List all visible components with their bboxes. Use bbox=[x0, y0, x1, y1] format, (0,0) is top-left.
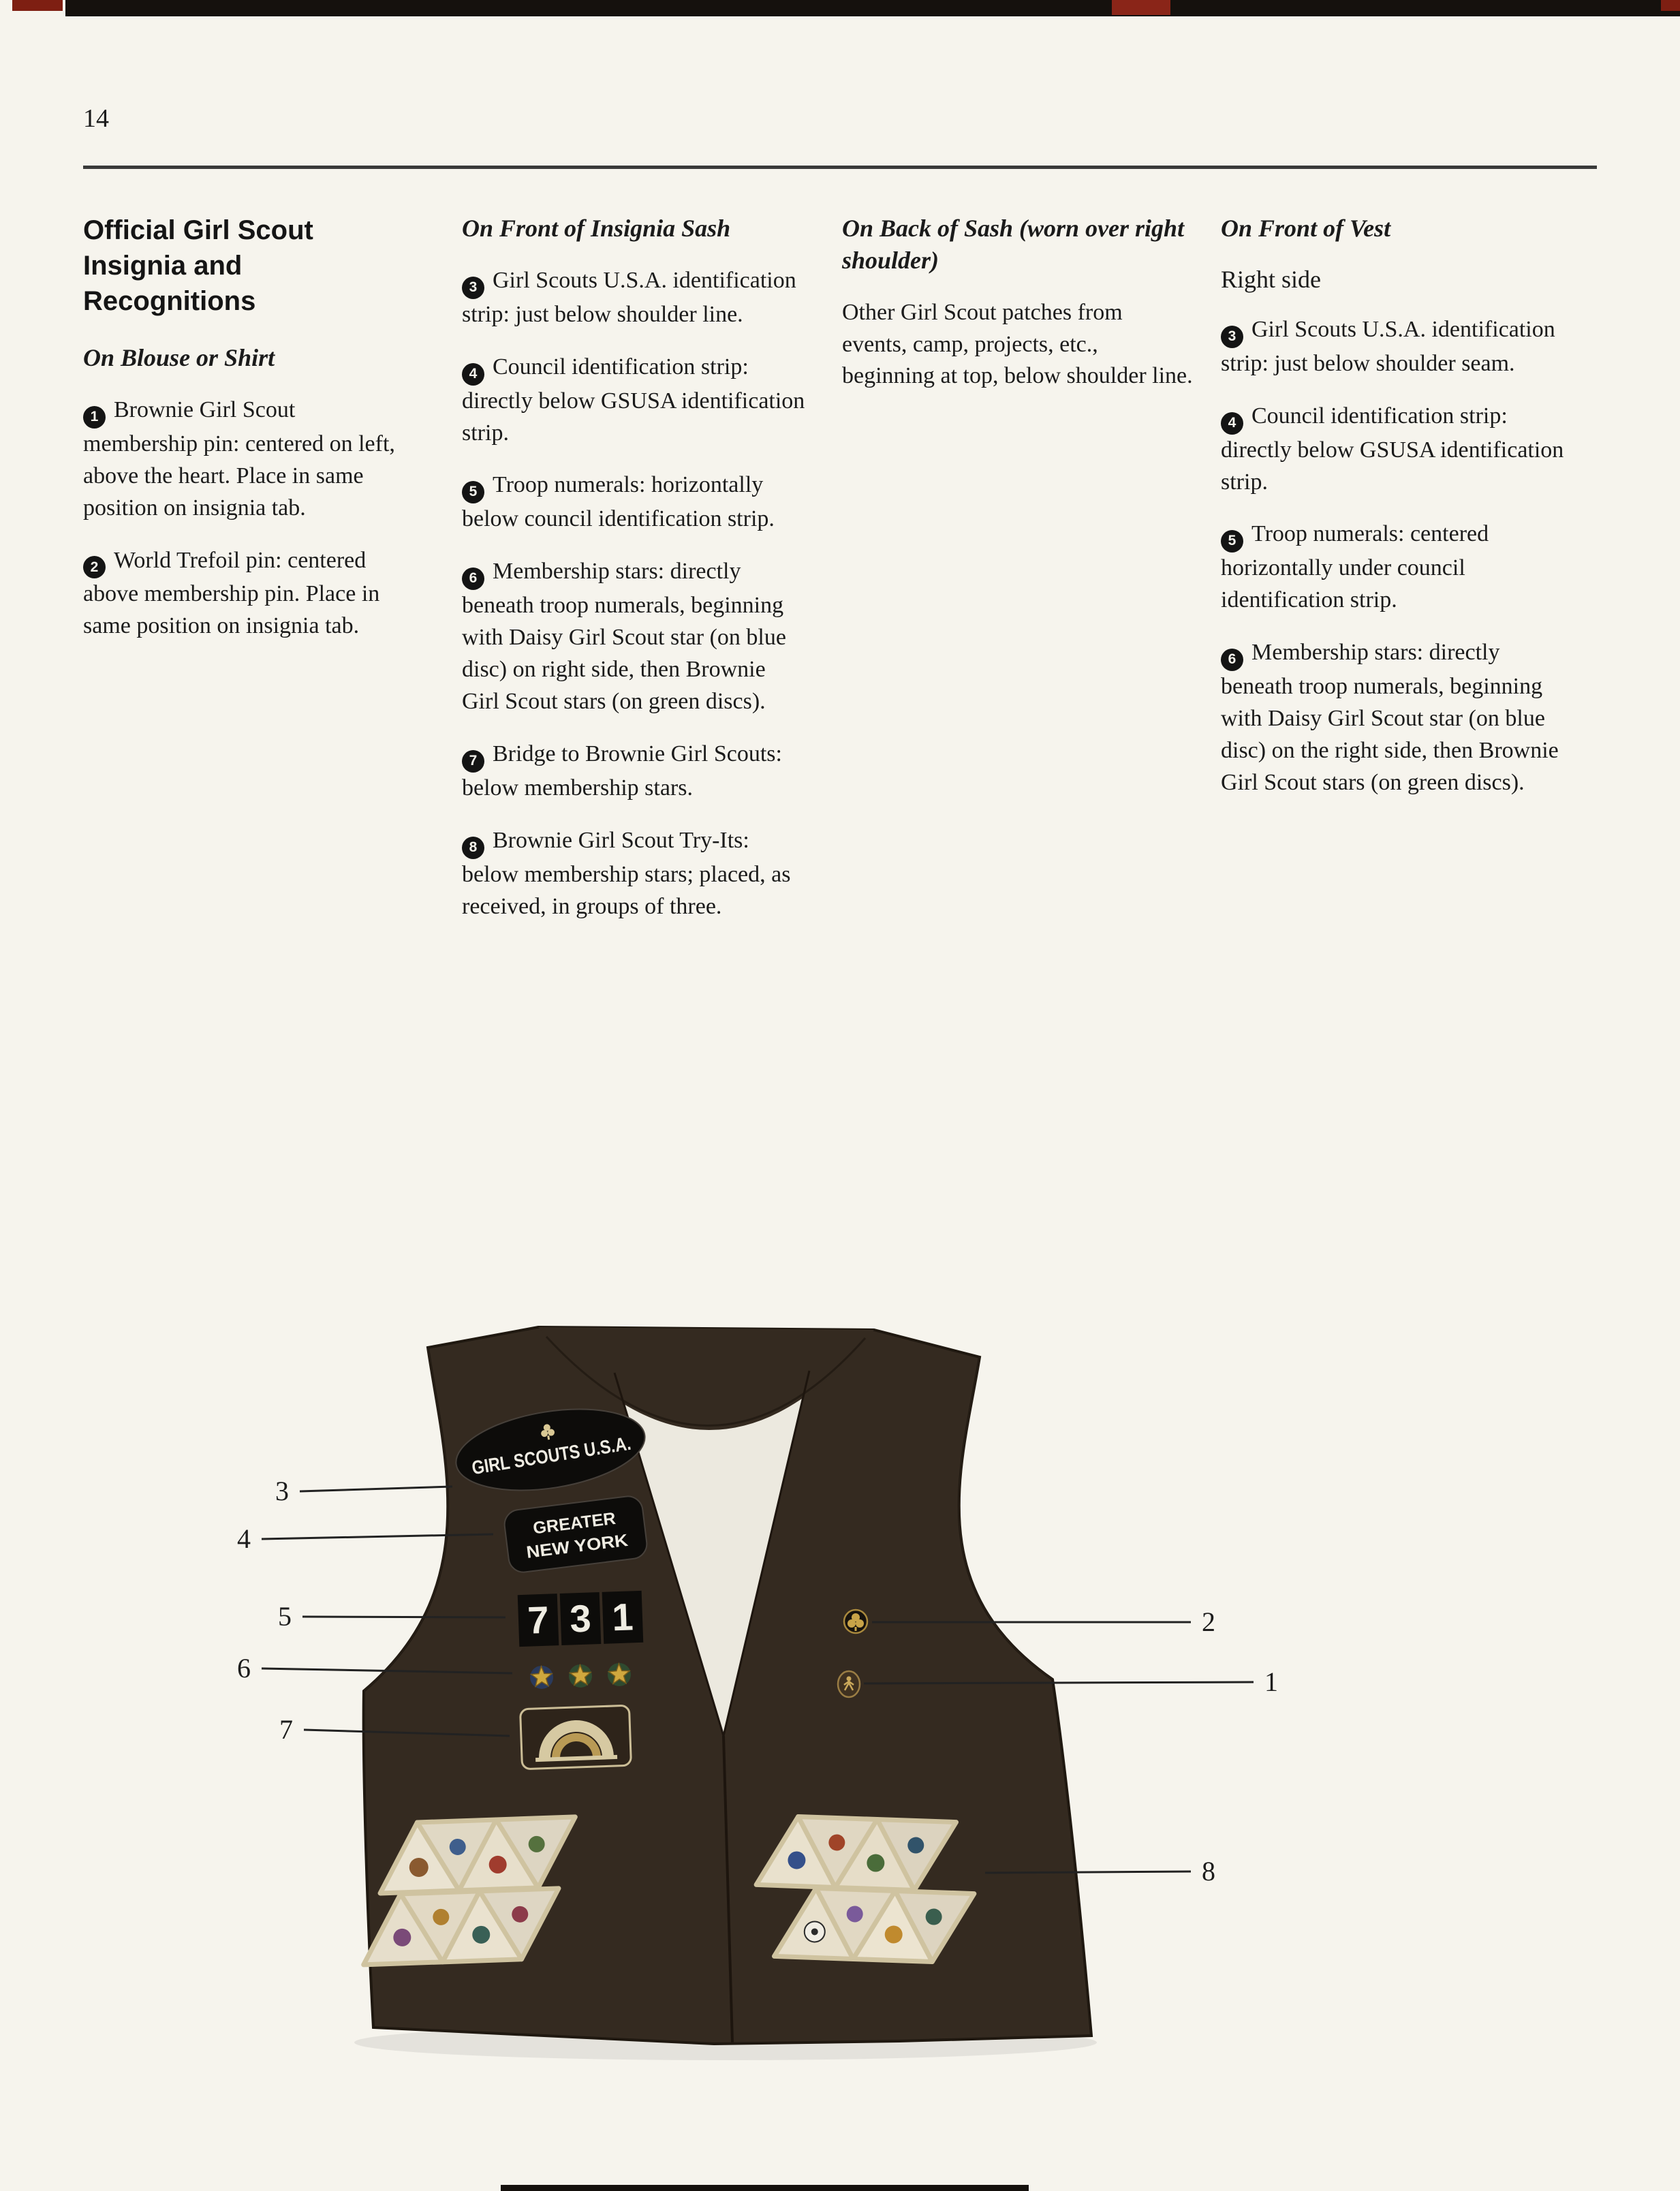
callout-line-8 bbox=[984, 1870, 1192, 1874]
item-text: Troop numerals: centered horizontally un… bbox=[1221, 521, 1489, 613]
item-number-badge: 6 bbox=[1221, 649, 1243, 672]
try-it-patches-right bbox=[753, 1814, 977, 1964]
troop-digit-7: 7 bbox=[527, 1598, 549, 1642]
troop-digit-1: 1 bbox=[611, 1595, 634, 1638]
item-text: Girl Scouts U.S.A. identification strip:… bbox=[1221, 316, 1555, 376]
try-it-patches-left bbox=[361, 1814, 578, 1968]
item-number-badge: 5 bbox=[462, 481, 484, 504]
item-number-badge: 4 bbox=[1221, 411, 1243, 435]
trefoil-emblem-icon bbox=[541, 1424, 555, 1440]
brownie-membership-pin bbox=[837, 1670, 861, 1698]
callout-label-4: 4 bbox=[237, 1523, 251, 1554]
divider-rule bbox=[83, 166, 1597, 169]
callout-label-3: 3 bbox=[275, 1476, 289, 1506]
callout-line-1 bbox=[863, 1681, 1254, 1685]
item-number-badge: 2 bbox=[83, 556, 106, 579]
vest-armhole-left bbox=[363, 1347, 449, 1692]
scan-artifact-red-left bbox=[12, 0, 63, 11]
callout-line-4 bbox=[261, 1533, 494, 1540]
page-title: Official Girl Scout Insignia and Recogni… bbox=[83, 215, 313, 316]
vest-armhole-right bbox=[958, 1356, 1053, 1681]
item-text: Troop numerals: horizontally below counc… bbox=[462, 472, 775, 532]
figure-callouts-left bbox=[261, 1485, 513, 1737]
column-blouse-or-shirt: Official Girl Scout Insignia and Recogni… bbox=[83, 213, 403, 663]
try-it-patch bbox=[875, 1817, 959, 1893]
scan-artifact-red-mid bbox=[1112, 0, 1170, 15]
item-text: Membership stars: directly beneath troop… bbox=[1221, 640, 1559, 795]
scan-artifact-red-right bbox=[1661, 0, 1680, 11]
vest-back-collar bbox=[538, 1327, 874, 1431]
council-id-strip-patch: GREATER NEW YORK bbox=[503, 1495, 648, 1573]
back-of-sash-paragraph: Other Girl Scout patches from events, ca… bbox=[842, 299, 1193, 389]
vest-neck-opening bbox=[615, 1371, 809, 1736]
callout-label-2: 2 bbox=[1202, 1606, 1215, 1637]
item-number-badge: 8 bbox=[462, 836, 484, 859]
scan-artifact-top-bar bbox=[65, 0, 1680, 16]
callout-label-1: 1 bbox=[1264, 1666, 1278, 1697]
subsection-heading-sash-front: On Front of Insignia Sash bbox=[462, 215, 731, 242]
vest-right-side-label: Right side bbox=[1221, 265, 1322, 293]
item-text: Council identification strip: directly b… bbox=[462, 354, 805, 446]
callout-line-3 bbox=[299, 1485, 453, 1493]
world-trefoil-pin bbox=[843, 1609, 869, 1634]
item-number-badge: 1 bbox=[83, 405, 106, 429]
item-number-badge: 6 bbox=[462, 568, 484, 591]
column-back-of-sash: On Back of Sash (worn over right shoulde… bbox=[842, 213, 1193, 413]
page-number: 14 bbox=[83, 104, 109, 133]
item-text: World Trefoil pin: centered above member… bbox=[83, 547, 380, 639]
vest-collar-edge bbox=[545, 1335, 867, 1427]
item-number-badge: 3 bbox=[462, 276, 484, 299]
troop-numerals-patch: 7 3 1 bbox=[517, 1590, 644, 1647]
try-it-patch bbox=[493, 1814, 578, 1891]
item-text: Girl Scouts U.S.A. identification strip:… bbox=[462, 267, 796, 327]
gsusa-id-strip-patch: GIRL SCOUTS U.S.A. bbox=[455, 1408, 646, 1491]
membership-stars bbox=[530, 1662, 631, 1689]
callout-line-7 bbox=[303, 1728, 510, 1737]
item-number-badge: 5 bbox=[1221, 530, 1243, 553]
vest-front-seam bbox=[722, 1735, 734, 2043]
item-text: Council identification strip: directly b… bbox=[1221, 403, 1564, 495]
item-number-badge: 3 bbox=[1221, 325, 1243, 348]
subsection-heading-sash-back: On Back of Sash (worn over right shoulde… bbox=[842, 215, 1185, 274]
scan-artifact-bottom-bar bbox=[501, 2185, 1029, 2191]
subsection-heading-vest-front: On Front of Vest bbox=[1221, 215, 1391, 242]
item-text: Membership stars: directly beneath troop… bbox=[462, 559, 786, 715]
try-it-patch bbox=[477, 1886, 561, 1962]
callout-label-6: 6 bbox=[237, 1653, 251, 1683]
callout-label-8: 8 bbox=[1202, 1856, 1215, 1886]
vest-v-edge-right bbox=[722, 1370, 811, 1737]
troop-digit-3: 3 bbox=[569, 1596, 591, 1640]
item-number-badge: 4 bbox=[462, 362, 484, 386]
vest-figure: GIRL SCOUTS U.S.A. GREATER NEW YORK 7 3 … bbox=[237, 1325, 1278, 2060]
figure-callouts-right bbox=[863, 1621, 1254, 1874]
callout-label-7: 7 bbox=[279, 1714, 293, 1745]
callout-label-5: 5 bbox=[278, 1601, 292, 1632]
subsection-heading-blouse: On Blouse or Shirt bbox=[83, 344, 275, 371]
item-text: Brownie Girl Scout membership pin: cente… bbox=[83, 397, 395, 520]
item-text: Brownie Girl Scout Try-Its: below member… bbox=[462, 827, 791, 919]
callout-line-6 bbox=[261, 1667, 513, 1675]
try-it-patch bbox=[892, 1889, 977, 1964]
item-text: Bridge to Brownie Girl Scouts: below mem… bbox=[462, 741, 782, 801]
item-number-badge: 7 bbox=[462, 749, 484, 773]
bridge-patch bbox=[519, 1705, 632, 1770]
